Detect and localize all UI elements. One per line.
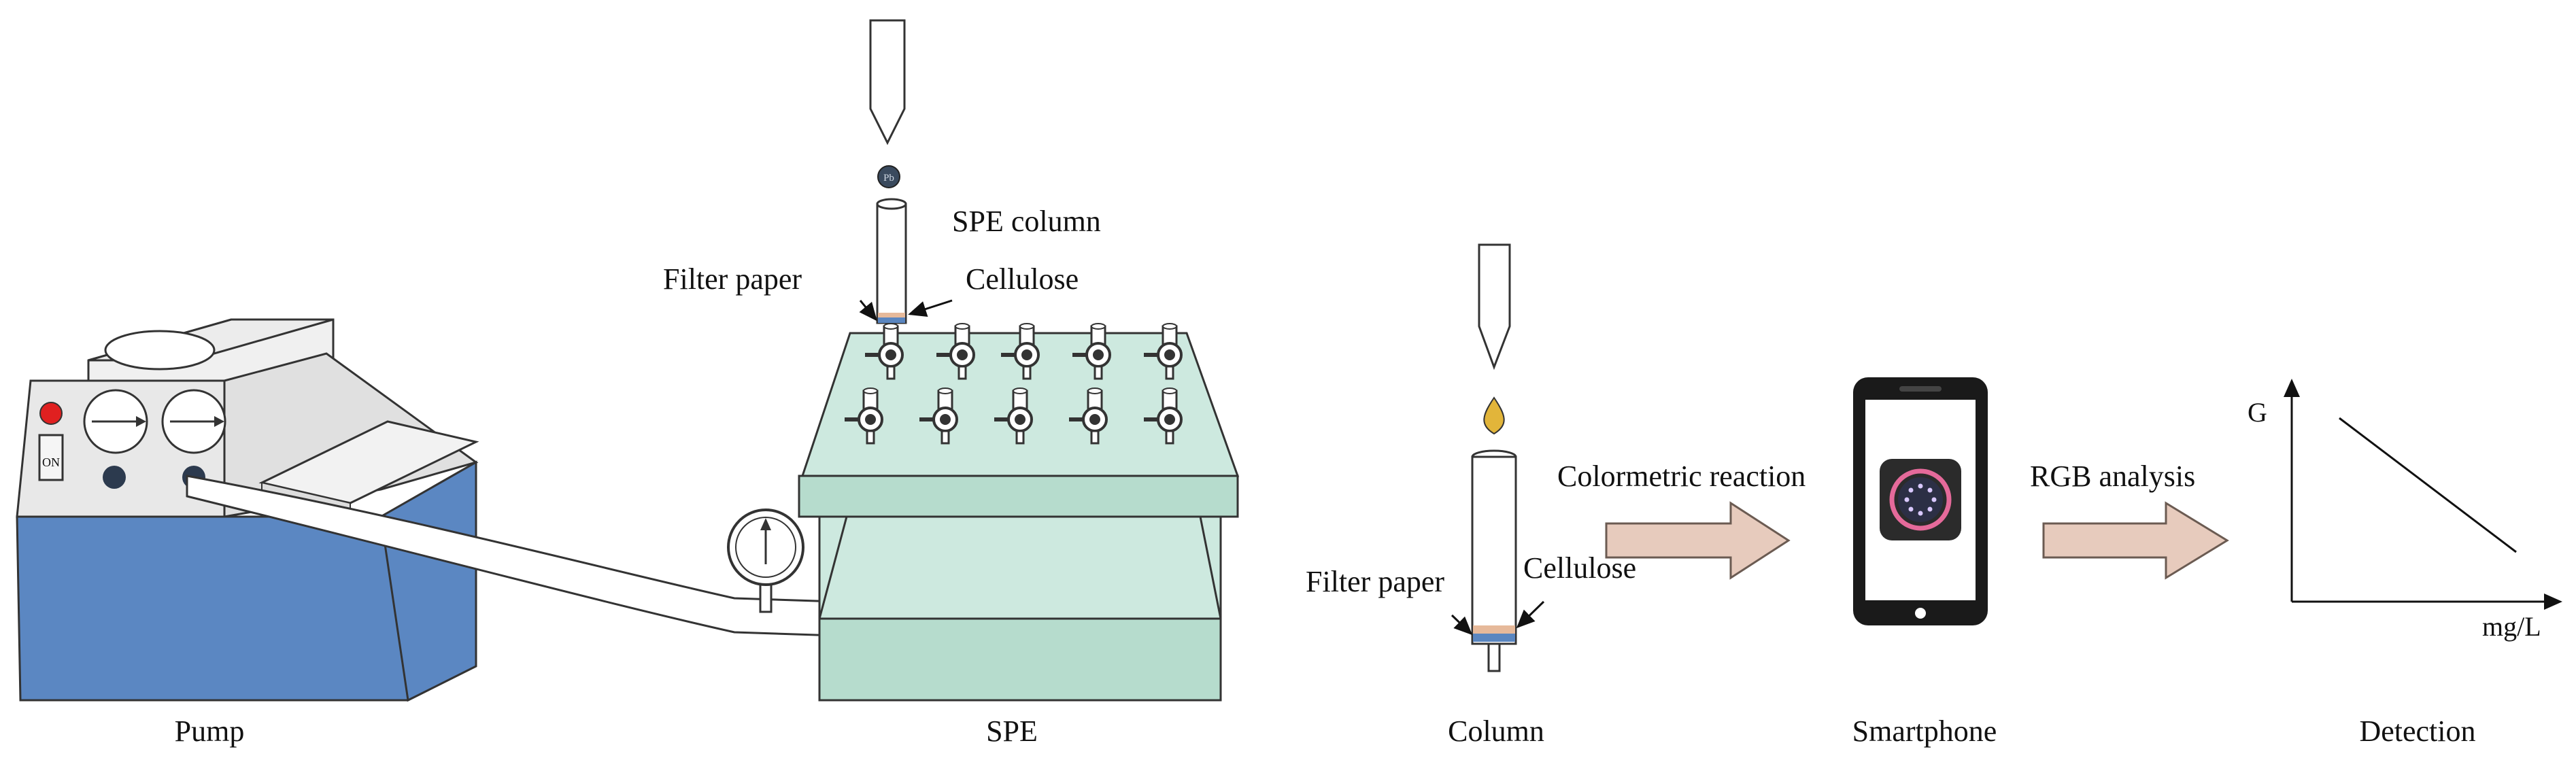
- pump-dial-right: [161, 389, 226, 454]
- drop-symbol: Pb: [883, 173, 894, 184]
- stopcock-icon: [1144, 323, 1183, 380]
- spe-column-label: SPE column: [952, 205, 1101, 238]
- phone-speaker: [1899, 386, 1942, 392]
- manifold-box-front: [818, 617, 1222, 702]
- graph-trend-line: [2339, 417, 2517, 553]
- column-filter-layer: [1473, 634, 1515, 642]
- phone-home-button: [1915, 608, 1926, 619]
- power-switch: [38, 434, 64, 481]
- power-switch-label: ON: [42, 455, 60, 469]
- column-filter-pointer: [1451, 614, 1473, 636]
- column-cellulose-layer: [1473, 625, 1515, 634]
- stopcock-array: [845, 323, 1183, 445]
- droplet-icon: Pb: [877, 165, 900, 188]
- spe-column: [876, 198, 907, 324]
- column: [1471, 449, 1517, 672]
- detection-graph: G mg/L: [2248, 379, 2562, 642]
- pipette-icon: [869, 19, 906, 145]
- app-icon: [1880, 459, 1961, 540]
- smartphone: [1853, 377, 1988, 625]
- column-filter-paper-label: Filter paper: [1306, 565, 1444, 598]
- stopcock-icon: [845, 388, 883, 445]
- stopcock-icon: [994, 388, 1033, 445]
- pressure-gauge-icon: [727, 509, 804, 613]
- spe-label: SPE: [986, 714, 1038, 748]
- graph-x-label: mg/L: [2482, 611, 2541, 642]
- stopcock-icon: [1072, 323, 1111, 380]
- graph-y-label: G: [2248, 397, 2267, 428]
- spe-cellulose-layer: [878, 313, 905, 317]
- rgb-arrow: [2042, 501, 2229, 580]
- power-light: [39, 402, 63, 425]
- spe-filter-paper-label: Filter paper: [663, 262, 802, 296]
- pump-dial-left: [83, 389, 148, 454]
- column-pipette-icon: [1478, 243, 1511, 371]
- spe-filter-layer: [878, 317, 905, 323]
- colorimetric-arrow: [1605, 501, 1791, 580]
- pump-label: Pump: [175, 714, 245, 748]
- smartphone-label: Smartphone: [1852, 714, 1997, 748]
- stopcock-icon: [919, 388, 958, 445]
- spe-cellulose-label: Cellulose: [966, 262, 1079, 296]
- colorimetric-reaction-label: Colormetric reaction: [1557, 460, 1806, 493]
- filter-paper-pointer: [859, 300, 877, 322]
- manifold-ledge: [798, 475, 1239, 518]
- stopcock-icon: [936, 323, 975, 380]
- rgb-analysis-label: RGB analysis: [2030, 460, 2195, 493]
- cellulose-pointer: [908, 299, 953, 317]
- stopcock-icon: [1069, 388, 1108, 445]
- pump-knob-left: [103, 466, 126, 489]
- column-label: Column: [1448, 714, 1544, 748]
- column-droplet-icon: [1483, 396, 1505, 435]
- stopcock-icon: [1144, 388, 1183, 445]
- stopcock-icon: [1001, 323, 1040, 380]
- stopcock-icon: [865, 323, 904, 380]
- pump-lid-ellipse: [104, 330, 216, 371]
- column-cellulose-pointer: [1516, 600, 1545, 629]
- detection-label: Detection: [2359, 714, 2475, 748]
